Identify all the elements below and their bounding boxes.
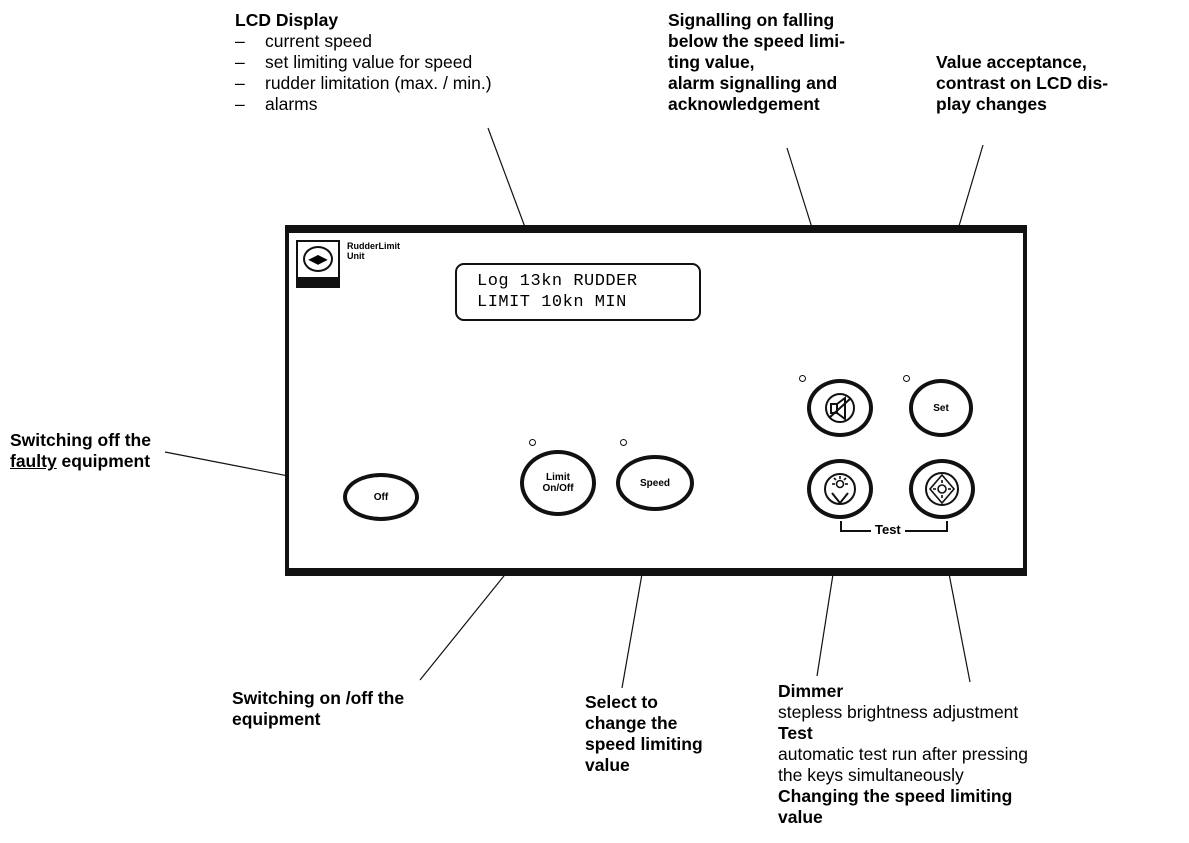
dimmer-down-icon: [824, 473, 856, 505]
caption-line: Switching off the: [10, 430, 151, 450]
caption-line: alarm signalling and: [668, 73, 838, 93]
limit-label-line: Limit: [546, 472, 570, 483]
alarm-acknowledge-icon: [825, 393, 855, 423]
logo-bar: [298, 277, 338, 286]
caption-line: stepless brightness adjustment: [778, 702, 1019, 722]
caption-line: faulty equipment: [10, 451, 151, 472]
lcd-item: current speed: [235, 31, 492, 52]
speed-button-label: Speed: [639, 477, 670, 489]
caption-change-title: Changing the speed limiting: [778, 786, 1013, 806]
set-led: [903, 375, 910, 382]
caption-line: value: [585, 755, 630, 775]
caption-lcd-title: LCD Display: [235, 10, 339, 30]
unit-name-line: RudderLimit: [347, 241, 400, 251]
caption-switch-on-off: Switching on /off the equipment: [232, 688, 404, 730]
caption-switch-off: Switching off the faulty equipment: [10, 430, 151, 472]
limit-button-label: Limit On/Off: [542, 472, 573, 494]
caption-line: the keys simultaneously: [778, 765, 964, 785]
limit-on-off-button[interactable]: Limit On/Off: [520, 450, 596, 516]
lcd-line: Log 13kn RUDDER: [477, 272, 638, 291]
brightness-up-icon: [925, 472, 959, 506]
caption-line: Value acceptance,: [936, 52, 1087, 72]
caption-line: Select to: [585, 692, 658, 712]
off-button[interactable]: Off: [343, 473, 419, 521]
test-label: Test: [871, 522, 905, 537]
lcd-item: rudder limitation (max. / min.): [235, 73, 492, 94]
caption-line: contrast on LCD dis-: [936, 73, 1109, 93]
limit-label-line: On/Off: [542, 483, 574, 494]
lcd-item: alarms: [235, 94, 492, 115]
caption-line: change the: [585, 713, 678, 733]
unit-name: RudderLimit Unit: [347, 241, 400, 261]
lcd-line: LIMIT 10kn MIN: [477, 293, 627, 312]
caption-line: equipment: [232, 709, 321, 729]
speed-led: [620, 439, 627, 446]
set-button-label: Set: [933, 402, 949, 414]
set-button[interactable]: Set: [909, 379, 973, 437]
caption-dimmer: Dimmer stepless brightness adjustment Te…: [778, 681, 1028, 828]
alarm-led: [799, 375, 806, 382]
caption-line: automatic test run after pressing: [778, 744, 1028, 764]
brightness-button[interactable]: [909, 459, 975, 519]
caption-lcd-items: current speed set limiting value for spe…: [235, 31, 492, 115]
caption-line: speed limiting: [585, 734, 703, 754]
caption-line: Switching on /off the: [232, 688, 405, 708]
off-button-label: Off: [373, 491, 389, 503]
lcd-display: Log 13kn RUDDER LIMIT 10kn MIN: [455, 263, 701, 321]
caption-lcd-display: LCD Display current speed set limiting v…: [235, 10, 492, 115]
dimmer-button[interactable]: [807, 459, 873, 519]
caption-line: acknowledgement: [668, 94, 820, 114]
speed-button[interactable]: Speed: [616, 455, 694, 511]
alarm-acknowledge-button[interactable]: [807, 379, 873, 437]
lcd-item: set limiting value for speed: [235, 52, 492, 73]
caption-change-title: value: [778, 807, 823, 827]
manufacturer-logo: ◀▶: [296, 240, 340, 288]
caption-select-change: Select to change the speed limiting valu…: [585, 692, 703, 776]
unit-name-line: Unit: [347, 251, 365, 261]
caption-value-acceptance: Value acceptance, contrast on LCD dis- p…: [936, 52, 1108, 115]
caption-underlined: faulty: [10, 451, 57, 471]
caption-dimmer-title: Dimmer: [778, 681, 844, 701]
caption-line: play changes: [936, 94, 1047, 114]
logo-mark-icon: ◀▶: [303, 246, 333, 272]
caption-line: ting value,: [668, 52, 755, 72]
caption-signalling: Signalling on falling below the speed li…: [668, 10, 845, 115]
control-panel: ◀▶ RudderLimit Unit Log 13kn RUDDER LIMI…: [285, 225, 1027, 576]
caption-line: below the speed limi-: [668, 31, 845, 51]
caption-test-title: Test: [778, 723, 813, 743]
caption-rest: equipment: [56, 451, 151, 471]
caption-line: Signalling on falling: [668, 10, 835, 30]
limit-led: [529, 439, 536, 446]
